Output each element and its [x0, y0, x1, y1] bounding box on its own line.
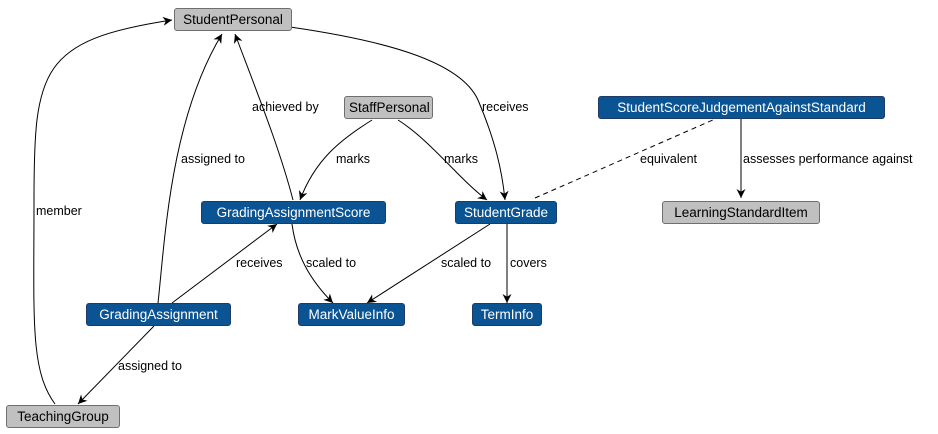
label-receives-score: receives [236, 256, 283, 270]
node-staff-personal: StaffPersonal [344, 96, 433, 119]
edge-member [33, 16, 173, 405]
label-scaled-to-score: scaled to [306, 256, 357, 270]
label-assigned-to-group: assigned to [118, 359, 182, 373]
node-student-personal: StudentPersonal [174, 8, 292, 31]
node-learning-standard-item: LearningStandardItem [662, 201, 820, 224]
label-receives-grade: receives [482, 100, 529, 114]
node-term-info: TermInfo [472, 303, 542, 326]
label-achieved-by: achieved by [252, 100, 319, 114]
node-teaching-group: TeachingGroup [6, 405, 120, 428]
edge-assigned-to-student [157, 33, 223, 304]
label-assesses: assesses performance against [743, 152, 913, 166]
label-equivalent: equivalent [640, 152, 697, 166]
edge-achieved-by [233, 33, 294, 201]
edge-equivalent [534, 118, 716, 199]
label-marks-score: marks [336, 152, 371, 166]
node-grading-assignment: GradingAssignment [86, 303, 231, 326]
edge-marks-grade [397, 119, 488, 201]
label-member: member [36, 204, 82, 218]
node-student-score-judgement: StudentScoreJudgementAgainstStandard [598, 96, 885, 119]
label-marks-grade: marks [444, 152, 479, 166]
edge-assigned-to-group [77, 325, 155, 405]
label-scaled-to-grade: scaled to [441, 256, 492, 270]
edge-scaled-to-grade [366, 223, 491, 304]
node-student-grade: StudentGrade [455, 201, 557, 224]
edge-scaled-to-score [291, 223, 334, 304]
label-assigned-to-student: assigned to [181, 152, 245, 166]
edge-receives-score [171, 223, 278, 304]
edge-marks-score [298, 119, 373, 201]
label-covers: covers [510, 256, 547, 270]
node-mark-value-info: MarkValueInfo [298, 303, 405, 326]
edge-receives-grade [289, 26, 509, 201]
node-grading-assignment-score: GradingAssignmentScore [201, 201, 386, 224]
